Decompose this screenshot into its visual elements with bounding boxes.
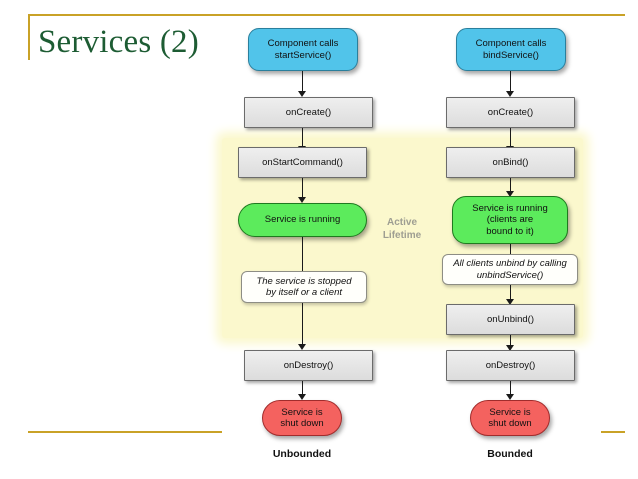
arrowhead-icon xyxy=(506,345,514,351)
node-line: onDestroy() xyxy=(283,359,334,371)
node-line: bindService() xyxy=(483,49,539,61)
arrowhead-icon xyxy=(506,299,514,305)
node-line: onUnbind() xyxy=(487,313,534,325)
node-all-clients-unbind-note: All clients unbind by calling unbindServ… xyxy=(442,254,578,285)
connector xyxy=(510,71,511,93)
arrowhead-icon xyxy=(298,344,306,350)
node-line: Component calls xyxy=(475,38,547,49)
node-ondestroy-unbounded[interactable]: onDestroy() xyxy=(244,350,373,381)
arrowhead-icon xyxy=(506,191,514,197)
accent-rule-top xyxy=(28,14,625,16)
node-line: bound to it) xyxy=(486,225,534,237)
accent-rule-bottom-right xyxy=(601,431,625,433)
node-service-shut-down-bounded[interactable]: Service is shut down xyxy=(470,400,550,436)
connector xyxy=(302,381,303,397)
node-line: by itself or a client xyxy=(265,287,343,298)
active-lifetime-label-line1: Active xyxy=(386,217,417,228)
node-service-is-running-bounded[interactable]: Service is running (clients are bound to… xyxy=(452,196,568,244)
node-line: shut down xyxy=(488,418,532,429)
arrowhead-icon xyxy=(298,394,306,400)
node-oncreate-bounded[interactable]: onCreate() xyxy=(446,97,575,128)
column-caption-unbounded: Unbounded xyxy=(272,448,332,460)
connector xyxy=(302,128,303,149)
node-line: Service is xyxy=(281,406,323,418)
node-line: unbindService() xyxy=(476,269,544,281)
node-service-is-running-unbounded[interactable]: Service is running xyxy=(238,203,367,237)
node-ondestroy-bounded[interactable]: onDestroy() xyxy=(446,350,575,381)
node-line: onBind() xyxy=(492,156,529,168)
accent-rule-bottom xyxy=(28,431,222,433)
node-line: The service is stopped xyxy=(256,275,352,287)
node-line: shut down xyxy=(280,418,324,429)
connector xyxy=(510,335,511,348)
arrowhead-icon xyxy=(506,91,514,97)
node-service-stopped-note: The service is stopped by itself or a cl… xyxy=(241,271,367,303)
node-line: Service is xyxy=(489,406,531,418)
node-line: Service is running xyxy=(264,214,341,226)
node-line: onDestroy() xyxy=(485,359,536,371)
node-line: onCreate() xyxy=(487,106,534,118)
connector xyxy=(302,303,303,347)
connector xyxy=(302,178,303,201)
node-service-shut-down-unbounded[interactable]: Service is shut down xyxy=(262,400,342,436)
node-line: startService() xyxy=(274,49,332,61)
page-title: Services (2) xyxy=(38,24,199,60)
column-caption-bounded: Bounded xyxy=(487,448,533,460)
node-line: onCreate() xyxy=(285,106,332,118)
connector xyxy=(510,244,511,256)
active-lifetime-label-line2: Lifetime xyxy=(382,230,422,241)
connector xyxy=(510,381,511,397)
arrowhead-icon xyxy=(298,197,306,203)
node-component-calls-startservice[interactable]: Component calls startService() xyxy=(248,28,358,71)
connector xyxy=(510,178,511,194)
connector xyxy=(510,285,511,302)
node-onbind[interactable]: onBind() xyxy=(446,147,575,178)
connector xyxy=(302,237,303,271)
node-line: onStartCommand() xyxy=(262,156,343,168)
node-oncreate-unbounded[interactable]: onCreate() xyxy=(244,97,373,128)
node-line: Service is running xyxy=(472,202,548,214)
arrowhead-icon xyxy=(506,394,514,400)
node-line: All clients unbind by calling xyxy=(453,258,567,269)
arrowhead-icon xyxy=(298,91,306,97)
connector xyxy=(510,128,511,149)
node-onstartcommand[interactable]: onStartCommand() xyxy=(238,147,367,178)
node-component-calls-bindservice[interactable]: Component calls bindService() xyxy=(456,28,566,71)
node-line: Component calls xyxy=(267,38,339,49)
active-lifetime-label: Active Lifetime xyxy=(371,216,433,242)
node-onunbind[interactable]: onUnbind() xyxy=(446,304,575,335)
accent-rule-left xyxy=(28,14,30,60)
node-line: (clients are xyxy=(486,214,534,226)
connector xyxy=(302,71,303,93)
